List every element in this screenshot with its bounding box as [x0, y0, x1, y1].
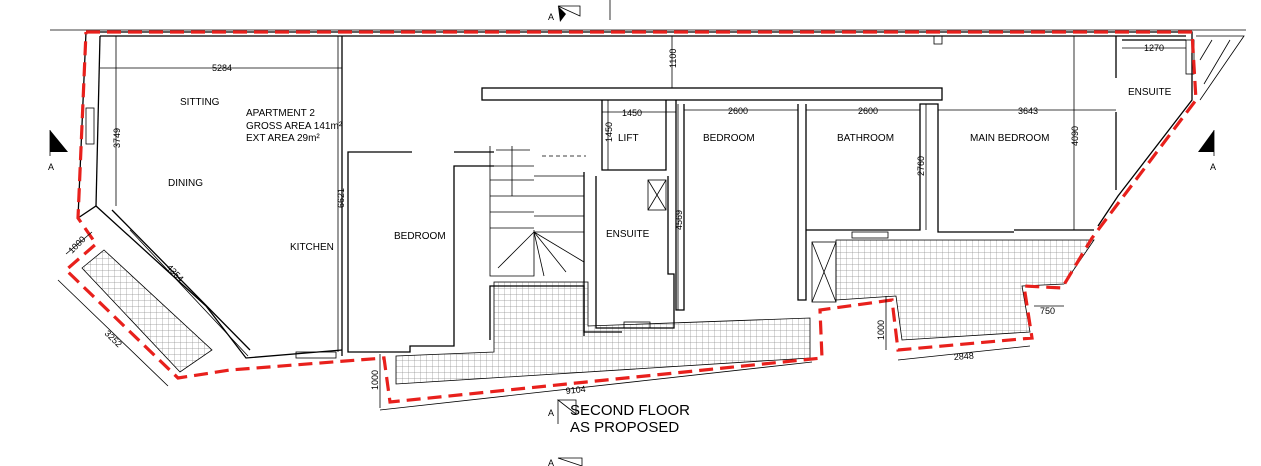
- staircase: [489, 146, 586, 277]
- room-label-bathroom: BATHROOM: [837, 133, 894, 144]
- dim-3749: 3749: [112, 128, 122, 148]
- section-mark-top: A: [548, 12, 554, 22]
- dim-750: 750: [1040, 306, 1055, 316]
- room-label-lift: LIFT: [618, 133, 639, 144]
- plan-title-line-1: SECOND FLOOR: [570, 402, 690, 419]
- dim-2760: 2760: [916, 156, 926, 176]
- section-marker-bottom: A A: [548, 399, 583, 466]
- dim-5284: 5284: [212, 63, 232, 73]
- dim-1450-vertical: 1450: [604, 122, 614, 142]
- section-marker-left: A: [48, 130, 68, 172]
- dim-9104: 9104: [565, 384, 586, 396]
- section-mark-bottom: A: [548, 408, 554, 418]
- room-label-ensuite-right: ENSUITE: [1128, 87, 1172, 98]
- dim-1000-c: 1000: [876, 320, 886, 340]
- room-label-main-bedroom: MAIN BEDROOM: [970, 133, 1049, 144]
- terrace-tiles: [81, 239, 1095, 385]
- apartment-gross-area: GROSS AREA 141m²: [246, 121, 343, 132]
- room-label-sitting: SITTING: [180, 97, 220, 108]
- section-mark-right: A: [1210, 162, 1216, 172]
- dim-4569: 4569: [674, 210, 684, 230]
- plan-title-line-2: AS PROPOSED: [570, 419, 679, 436]
- dim-1000-b: 1000: [370, 370, 380, 390]
- walls: [77, 31, 1245, 359]
- dim-2600-b: 2600: [858, 106, 878, 116]
- room-label-kitchen: KITCHEN: [290, 242, 334, 253]
- top-reference-line: [50, 0, 1246, 31]
- dimension-lines: [57, 36, 1186, 411]
- dim-1270: 1270: [1144, 43, 1164, 53]
- dim-4354: 4354: [165, 262, 186, 283]
- dim-6621: 6621: [336, 188, 346, 208]
- dim-1450-horizontal: 1450: [622, 108, 642, 118]
- dim-3643: 3643: [1018, 106, 1038, 116]
- room-label-ensuite-center: ENSUITE: [606, 229, 650, 240]
- apartment-ext-area: EXT AREA 29m²: [246, 133, 320, 144]
- section-mark-bottom-2: A: [548, 458, 554, 466]
- dim-3252: 3252: [103, 328, 124, 349]
- room-label-dining: DINING: [168, 178, 203, 189]
- dim-4090: 4090: [1070, 126, 1080, 146]
- room-label-bedroom-left: BEDROOM: [394, 231, 446, 242]
- section-mark-left: A: [48, 162, 54, 172]
- dim-2848: 2848: [953, 351, 974, 362]
- site-boundary: [63, 30, 1198, 404]
- section-marker-right: A: [1198, 130, 1216, 172]
- dim-1100: 1100: [668, 49, 678, 68]
- apartment-name: APARTMENT 2: [246, 108, 315, 119]
- room-label-bedroom-center: BEDROOM: [703, 133, 755, 144]
- dim-2600-a: 2600: [728, 106, 748, 116]
